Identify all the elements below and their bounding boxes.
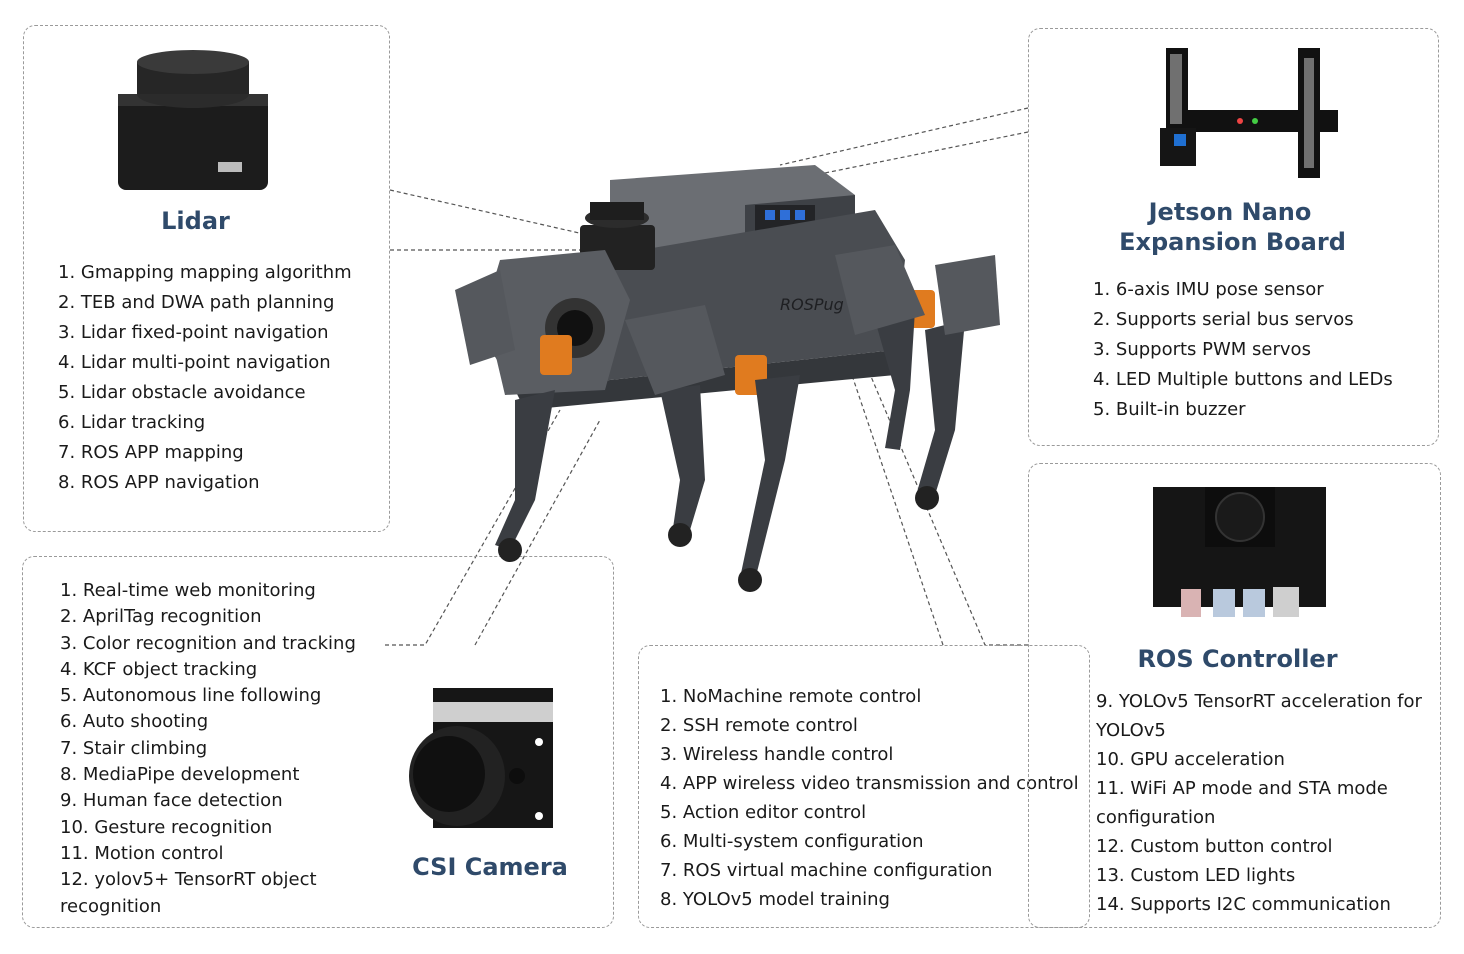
- list-item: 8. YOLOv5 model training: [660, 889, 890, 910]
- list-item: 7. ROS virtual machine configuration: [660, 860, 993, 881]
- list-item: 10. Gesture recognition: [60, 816, 273, 838]
- jetson-title-line1: Jetson Nano: [1148, 198, 1312, 226]
- list-item: 2. AprilTag recognition: [60, 606, 262, 628]
- list-item: 7. ROS APP mapping: [58, 442, 244, 463]
- control-panel: [638, 645, 1090, 928]
- list-item: 1. 6-axis IMU pose sensor: [1093, 279, 1324, 300]
- list-item: 5. Built-in buzzer: [1093, 399, 1246, 420]
- list-item: 2. Supports serial bus servos: [1093, 309, 1354, 330]
- list-item: 4. KCF object tracking: [60, 658, 258, 680]
- list-item: 3. Supports PWM servos: [1093, 339, 1311, 360]
- list-item: 4. APP wireless video transmission and c…: [660, 773, 1079, 794]
- list-item: 4. LED Multiple buttons and LEDs: [1093, 369, 1393, 390]
- expansion-board-icon: [1160, 48, 1338, 178]
- list-item: 7. Stair climbing: [60, 737, 208, 759]
- list-item: 11. WiFi AP mode and STA mode configurat…: [1096, 778, 1388, 828]
- list-item: 11. Motion control: [60, 842, 224, 864]
- list-item: 9. YOLOv5 TensorRT acceleration for YOLO…: [1096, 691, 1422, 741]
- ros-controller-title: ROS Controller: [1137, 645, 1338, 673]
- list-item: 6. Lidar tracking: [58, 412, 206, 433]
- list-item: 5. Autonomous line following: [60, 685, 322, 707]
- list-item: 6. Multi-system configuration: [660, 831, 924, 852]
- ros-controller-board-icon: [1153, 487, 1326, 617]
- list-item: 1. Real-time web monitoring: [60, 580, 316, 601]
- lidar-panel: [23, 25, 390, 532]
- list-item: 13. Custom LED lights: [1096, 865, 1296, 886]
- list-item: 8. MediaPipe development: [60, 764, 300, 786]
- robot-dog-illustration: ROSPug: [455, 165, 1000, 592]
- list-item: 3. Wireless handle control: [660, 744, 894, 765]
- ros-controller-panel: [1028, 463, 1441, 928]
- camera-features-panel: [22, 556, 614, 928]
- list-item: 5. Lidar obstacle avoidance: [58, 382, 306, 403]
- list-item: 1. Gmapping mapping algorithm: [58, 262, 352, 283]
- list-item: 10. GPU acceleration: [1096, 749, 1285, 770]
- lidar-title: Lidar: [161, 207, 230, 235]
- jetson-feature-list: 1. 6-axis IMU pose sensor 2. Supports se…: [1093, 275, 1393, 425]
- csi-camera-title: CSI Camera: [412, 853, 568, 881]
- list-item: 14. Supports I2C communication: [1096, 894, 1391, 915]
- list-item: 2. TEB and DWA path planning: [58, 292, 335, 313]
- list-item: 3. Lidar fixed-point navigation: [58, 322, 329, 343]
- csi-camera-module-icon: [409, 688, 553, 828]
- list-item: 12. Custom button control: [1096, 836, 1333, 857]
- jetson-panel: [1028, 28, 1439, 446]
- list-item: 8. ROS APP navigation: [58, 472, 260, 493]
- camera-feature-list: 1. Real-time web monitoring 2. AprilTag …: [60, 578, 360, 920]
- robot-brand-text: ROSPug: [780, 295, 844, 314]
- jetson-title-line2: Expansion Board: [1119, 228, 1346, 256]
- lidar-feature-list: 1. Gmapping mapping algorithm 2. TEB and…: [58, 258, 352, 498]
- list-item: 2. SSH remote control: [660, 715, 858, 736]
- list-item: 12. yolov5+ TensorRT object recognition: [60, 869, 317, 917]
- lidar-sensor-icon: [118, 50, 268, 190]
- list-item: 6. Auto shooting: [60, 711, 209, 733]
- list-item: 5. Action editor control: [660, 802, 867, 823]
- ros-controller-feature-list: 9. YOLOv5 TensorRT acceleration for YOLO…: [1096, 687, 1426, 919]
- list-item: 1. NoMachine remote control: [660, 686, 922, 707]
- control-feature-list: 1. NoMachine remote control 2. SSH remot…: [660, 682, 1079, 914]
- list-item: 4. Lidar multi-point navigation: [58, 352, 331, 373]
- list-item: 9. Human face detection: [60, 790, 283, 812]
- list-item: 3. Color recognition and tracking: [60, 632, 356, 654]
